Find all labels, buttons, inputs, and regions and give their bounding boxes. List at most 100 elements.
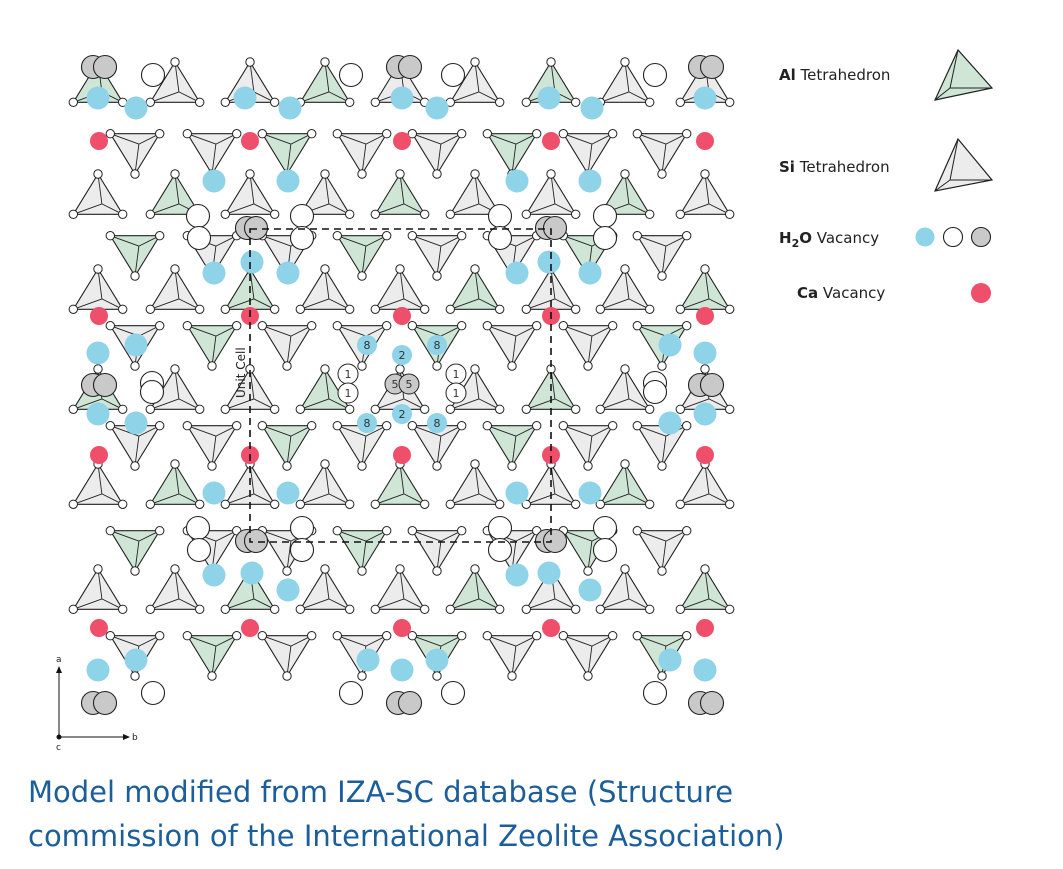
- oxygen-atom: [320, 264, 330, 274]
- tetra-edge: [225, 203, 255, 215]
- water-vacancy: [397, 690, 423, 716]
- oxygen-atom: [145, 209, 156, 220]
- oxygen-atom: [571, 209, 581, 220]
- oxygen-atom: [532, 129, 542, 139]
- oxygen-atom: [295, 404, 305, 414]
- tetra-edge: [661, 246, 667, 277]
- a-axis-label: a: [56, 655, 62, 665]
- c-axis-label: c: [56, 743, 61, 753]
- oxygen-atom: [118, 604, 128, 614]
- al-tetrahedron: [445, 564, 505, 614]
- site-number: 8: [434, 417, 441, 430]
- tetra-edge: [487, 635, 517, 647]
- site-number: 1: [345, 368, 352, 381]
- oxygen-atom: [118, 404, 128, 414]
- water-vacancy: [505, 481, 529, 505]
- ca-vacancy: [90, 307, 108, 325]
- tetra-edge: [412, 325, 442, 337]
- oxygen-atom: [130, 461, 140, 471]
- al-tetrahedron: [595, 459, 655, 509]
- oxygen-atom: [571, 604, 581, 614]
- tetra-face: [562, 425, 614, 467]
- site-number: 1: [345, 387, 352, 400]
- axes-indicator: a b c: [56, 655, 138, 753]
- oxygen-atom: [457, 421, 467, 431]
- si-tetrahedron: [675, 169, 735, 220]
- oxygen-atom: [145, 604, 156, 614]
- tetra-edge: [225, 298, 255, 310]
- tetra-edge: [624, 173, 630, 204]
- water-vacancy: [86, 402, 110, 426]
- oxygen-atom: [470, 264, 480, 274]
- tetra-edge: [73, 203, 103, 215]
- numbered-site: [357, 413, 377, 433]
- tetra-edge: [399, 463, 405, 494]
- oxygen-atom: [495, 304, 505, 314]
- b-axis-arrow: [123, 734, 130, 740]
- tetra-edge: [563, 133, 593, 145]
- oxygen-atom: [482, 421, 492, 431]
- tetra-face: [449, 268, 501, 310]
- tetra-edge: [474, 268, 480, 299]
- oxygen-atom: [220, 499, 231, 509]
- si-tetrahedron: [145, 564, 205, 614]
- tetra-face: [562, 635, 614, 677]
- si-tetrahedron: [68, 264, 128, 314]
- water-vacancy: [425, 96, 449, 120]
- oxygen-atom: [645, 499, 655, 509]
- water-vacancy: [124, 411, 148, 435]
- oxygen-atom: [170, 169, 180, 179]
- oxygen-atom: [645, 604, 655, 614]
- tetra-face: [486, 425, 538, 467]
- tetra-edge: [150, 493, 180, 505]
- oxygen-atom: [725, 97, 735, 108]
- tetra-face: [449, 568, 501, 610]
- tetra-face: [599, 268, 651, 310]
- oxygen-atom: [521, 499, 531, 509]
- tetra-edge: [187, 133, 217, 145]
- tetra-edge: [526, 398, 556, 410]
- ca-vacancy: [393, 619, 411, 637]
- oxygen-atom: [395, 564, 405, 574]
- tetra-face: [599, 61, 651, 103]
- tetra-edge: [337, 635, 367, 647]
- oxygen-atom: [558, 129, 568, 139]
- oxygen-atom: [320, 564, 330, 574]
- legend-si-label: Si Tetrahedron: [779, 158, 890, 176]
- site-number: 2: [399, 349, 406, 362]
- tetra-edge: [474, 463, 480, 494]
- oxygen-atom: [482, 631, 492, 641]
- water-vacancy: [537, 86, 561, 110]
- oxygen-atom: [182, 321, 193, 331]
- tetra-edge: [600, 398, 630, 410]
- oxygen-atom: [608, 321, 618, 331]
- oxygen-atom: [571, 404, 581, 414]
- water-vacancy: [578, 169, 602, 193]
- legend-al-label: Al Tetrahedron: [779, 66, 890, 84]
- tetra-edge: [680, 203, 710, 215]
- oxygen-atom: [407, 421, 417, 431]
- tetra-face: [186, 133, 238, 175]
- tetra-face: [525, 568, 577, 610]
- oxygen-atom: [307, 631, 317, 641]
- oxygen-atom: [345, 304, 355, 314]
- tetra-edge: [550, 61, 556, 92]
- tetra-edge: [526, 298, 556, 310]
- si-tetrahedron: [105, 421, 165, 471]
- tetra-edge: [225, 493, 255, 505]
- water-vacancy: [693, 86, 717, 110]
- tetra-edge: [511, 144, 517, 175]
- tetra-edge: [337, 235, 367, 247]
- caption-line-2: commission of the International Zeolite …: [28, 819, 785, 853]
- water-vacancy: [537, 250, 561, 274]
- tetra-edge: [436, 541, 442, 572]
- oxygen-atom: [170, 264, 180, 274]
- tetra-edge: [150, 298, 180, 310]
- oxygen-atom: [432, 361, 442, 371]
- legend-h2o-label: H2O Vacancy: [779, 229, 879, 250]
- legend-ca-label: Ca Vacancy: [797, 284, 885, 302]
- oxygen-atom: [155, 526, 165, 536]
- si-tetrahedron: [632, 526, 692, 576]
- water-vacancy: [338, 680, 364, 706]
- tetra-face: [679, 268, 731, 310]
